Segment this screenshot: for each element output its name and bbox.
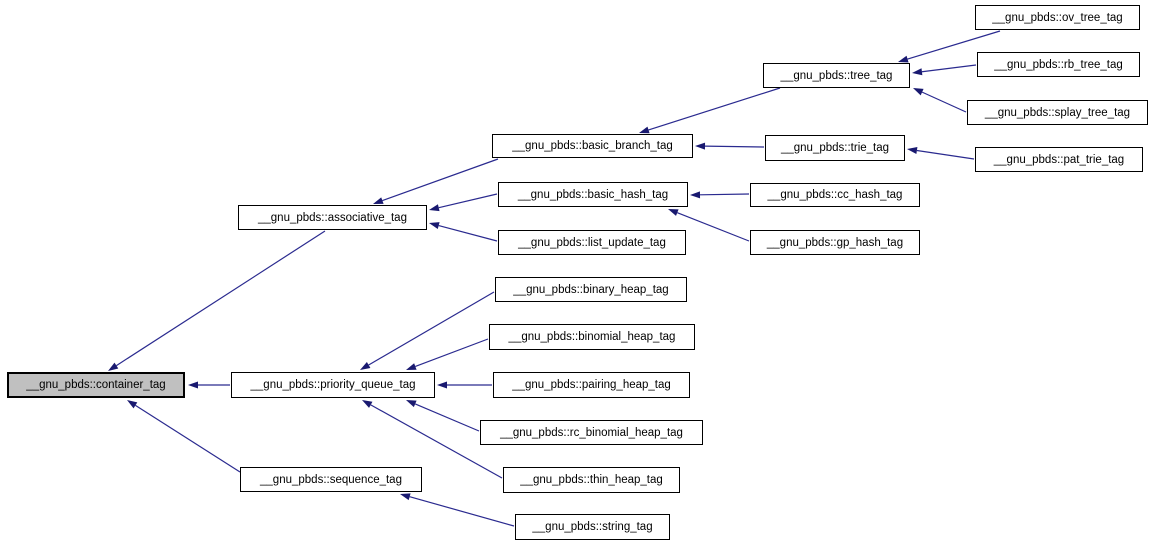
arrowhead-sequence_tag-to-container_tag: [127, 400, 138, 409]
node-binary-heap-tag[interactable]: __gnu_pbds::binary_heap_tag: [495, 277, 687, 302]
arrowhead-associative_tag-to-container_tag: [108, 362, 119, 371]
arrowhead-binomial_heap_tag-to-priority_queue_tag: [406, 363, 417, 370]
node-splay-tree-tag[interactable]: __gnu_pbds::splay_tree_tag: [967, 100, 1148, 125]
inheritance-edge-pat_trie_tag-to-trie_tag: [916, 149, 975, 160]
arrowhead-rb_tree_tag-to-tree_tag: [912, 68, 923, 76]
node-binomial-heap-tag[interactable]: __gnu_pbds::binomial_heap_tag: [489, 324, 695, 350]
arrowhead-binary_heap_tag-to-priority_queue_tag: [360, 361, 371, 370]
inheritance-edge-cc_hash_tag-to-basic_hash_tag: [699, 193, 750, 196]
node-basic-branch-tag[interactable]: __gnu_pbds::basic_branch_tag: [492, 134, 693, 158]
inheritance-edge-basic_hash_tag-to-associative_tag: [438, 193, 498, 209]
node-tree-tag[interactable]: __gnu_pbds::tree_tag: [763, 63, 910, 88]
arrowhead-cc_hash_tag-to-basic_hash_tag: [690, 191, 701, 199]
arrowhead-gp_hash_tag-to-basic_hash_tag: [668, 209, 679, 216]
inheritance-edge-binomial_heap_tag-to-priority_queue_tag: [415, 338, 489, 368]
node-priority-queue-tag[interactable]: __gnu_pbds::priority_queue_tag: [231, 372, 435, 398]
arrowhead-trie_tag-to-basic_branch_tag: [695, 142, 706, 150]
node-gp-hash-tag[interactable]: __gnu_pbds::gp_hash_tag: [750, 230, 920, 255]
node-sequence-tag[interactable]: __gnu_pbds::sequence_tag: [240, 467, 422, 492]
node-cc-hash-tag[interactable]: __gnu_pbds::cc_hash_tag: [750, 183, 920, 207]
arrowhead-pat_trie_tag-to-trie_tag: [907, 147, 918, 154]
inheritance-edge-tree_tag-to-basic_branch_tag: [648, 87, 781, 131]
inheritance-edge-rc_binomial_heap_tag-to-priority_queue_tag: [414, 403, 480, 432]
node-container-tag: __gnu_pbds::container_tag: [7, 372, 185, 398]
inheritance-edge-list_update_tag-to-associative_tag: [438, 224, 498, 242]
arrowhead-ov_tree_tag-to-tree_tag: [898, 55, 909, 63]
node-list-update-tag[interactable]: __gnu_pbds::list_update_tag: [498, 230, 686, 255]
inheritance-edge-binary_heap_tag-to-priority_queue_tag: [368, 291, 495, 366]
node-basic-hash-tag[interactable]: __gnu_pbds::basic_hash_tag: [498, 182, 688, 207]
inheritance-edge-gp_hash_tag-to-basic_hash_tag: [677, 212, 750, 242]
inheritance-edge-basic_branch_tag-to-associative_tag: [382, 158, 499, 202]
inheritance-edge-rb_tree_tag-to-tree_tag: [921, 64, 977, 73]
node-rc-binomial-heap-tag[interactable]: __gnu_pbds::rc_binomial_heap_tag: [480, 420, 703, 445]
arrowhead-priority_queue_tag-to-container_tag: [188, 381, 198, 389]
inheritance-edge-associative_tag-to-container_tag: [116, 230, 326, 367]
node-thin-heap-tag[interactable]: __gnu_pbds::thin_heap_tag: [503, 467, 680, 493]
arrowhead-list_update_tag-to-associative_tag: [429, 222, 440, 229]
arrowhead-basic_branch_tag-to-associative_tag: [373, 197, 384, 204]
arrowhead-pairing_heap_tag-to-priority_queue_tag: [437, 381, 447, 389]
arrowhead-string_tag-to-sequence_tag: [400, 493, 411, 501]
node-associative-tag[interactable]: __gnu_pbds::associative_tag: [238, 205, 427, 230]
inheritance-edge-trie_tag-to-basic_branch_tag: [704, 145, 765, 148]
inheritance-edge-string_tag-to-sequence_tag: [409, 496, 515, 527]
inheritance-edge-sequence_tag-to-container_tag: [135, 404, 241, 473]
arrowhead-basic_hash_tag-to-associative_tag: [429, 204, 440, 212]
node-ov-tree-tag[interactable]: __gnu_pbds::ov_tree_tag: [975, 5, 1140, 30]
inheritance-edge-ov_tree_tag-to-tree_tag: [907, 30, 1001, 60]
node-trie-tag[interactable]: __gnu_pbds::trie_tag: [765, 135, 905, 161]
node-rb-tree-tag[interactable]: __gnu_pbds::rb_tree_tag: [977, 52, 1140, 77]
arrowhead-thin_heap_tag-to-priority_queue_tag: [362, 400, 373, 408]
arrowhead-rc_binomial_heap_tag-to-priority_queue_tag: [406, 400, 417, 408]
arrowhead-splay_tree_tag-to-tree_tag: [913, 88, 924, 96]
inheritance-edge-thin_heap_tag-to-priority_queue_tag: [370, 404, 503, 479]
node-pairing-heap-tag[interactable]: __gnu_pbds::pairing_heap_tag: [493, 372, 690, 398]
node-string-tag[interactable]: __gnu_pbds::string_tag: [515, 514, 670, 540]
arrowhead-tree_tag-to-basic_branch_tag: [639, 126, 650, 134]
inheritance-edge-splay_tree_tag-to-tree_tag: [921, 91, 967, 113]
node-pat-trie-tag[interactable]: __gnu_pbds::pat_trie_tag: [975, 147, 1143, 172]
